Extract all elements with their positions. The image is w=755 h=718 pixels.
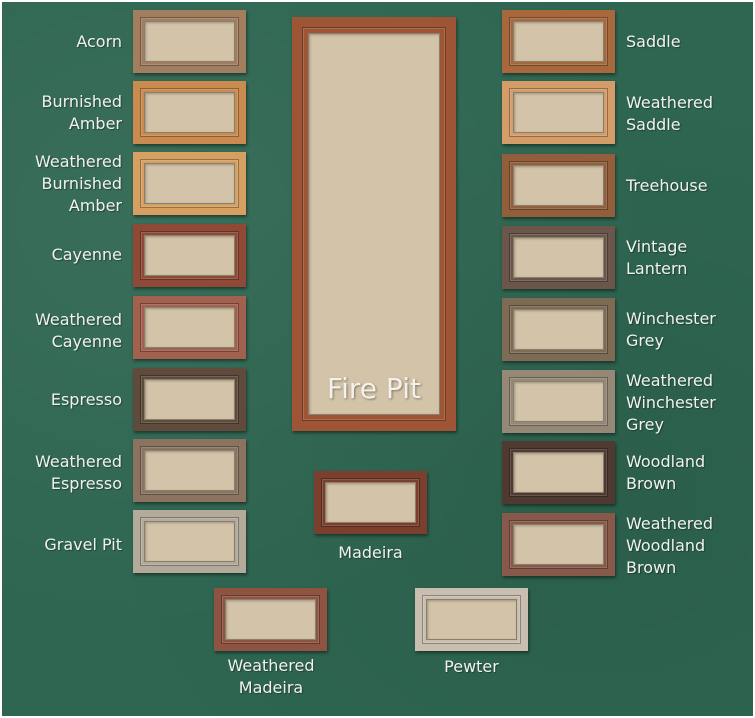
swatch-cayenne [133, 224, 246, 287]
label-weathered-madeira: Weathered Madeira [227, 656, 315, 697]
swatch-weathered-madeira [214, 588, 327, 651]
label-weathered-woodland-brown: Weathered Woodland Brown [626, 514, 714, 577]
swatch-weathered-woodland-brown [502, 513, 615, 576]
swatch-winchester-grey [502, 298, 615, 361]
label-cayenne: Cayenne [51, 245, 122, 264]
label-madeira: Madeira [338, 543, 403, 562]
swatch-acorn [133, 10, 246, 73]
label-acorn: Acorn [76, 32, 122, 51]
label-vintage-lantern: Vintage Lantern [626, 237, 688, 278]
label-winchester-grey: Winchester Grey [626, 309, 716, 350]
label-weathered-winchester-grey: Weathered Winchester Grey [626, 371, 716, 434]
label-pewter: Pewter [444, 657, 499, 676]
swatch-weathered-winchester-grey [502, 370, 615, 433]
swatch-vintage-lantern [502, 226, 615, 289]
swatch-madeira [314, 471, 427, 534]
swatch-weathered-cayenne [133, 296, 246, 359]
label-weathered-saddle: Weathered Saddle [626, 93, 714, 134]
swatch-burnished-amber [133, 81, 246, 144]
swatch-weathered-espresso [133, 439, 246, 502]
swatch-woodland-brown [502, 441, 615, 504]
label-woodland-brown: Woodland Brown [626, 452, 706, 493]
swatch-fire-pit [292, 17, 456, 431]
label-fire-pit: Fire Pit [327, 372, 421, 405]
swatch-treehouse [502, 154, 615, 217]
swatch-weathered-burnished-amber [133, 152, 246, 215]
swatch-gravel-pit [133, 510, 246, 573]
label-weathered-burnished-amber: Weathered Burnished Amber [34, 152, 122, 215]
label-saddle: Saddle [626, 32, 681, 51]
label-espresso: Espresso [50, 390, 122, 409]
swatch-saddle [502, 10, 615, 73]
swatch-espresso [133, 368, 246, 431]
swatch-weathered-saddle [502, 81, 615, 144]
swatch-pewter [415, 588, 528, 651]
label-treehouse: Treehouse [626, 176, 708, 195]
label-weathered-espresso: Weathered Espresso [34, 452, 122, 493]
label-gravel-pit: Gravel Pit [44, 535, 122, 554]
label-weathered-cayenne: Weathered Cayenne [34, 310, 122, 351]
label-burnished-amber: Burnished Amber [41, 92, 122, 133]
